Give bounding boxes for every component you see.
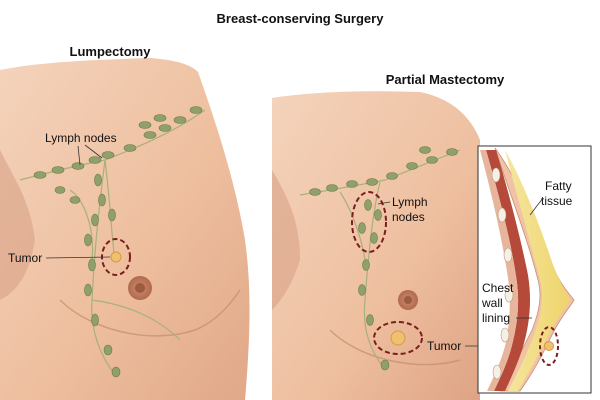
right-lymph-vessels	[299, 149, 461, 371]
right-tumor-label: Tumor	[427, 339, 461, 353]
right-lymph-nodes-leader	[377, 201, 391, 205]
left-lymph-nodes-label: Lymph nodes	[45, 131, 117, 145]
inset-ribs	[491, 167, 514, 380]
cross-section-inset: Fatty tissue Chest wall lining	[477, 145, 592, 394]
left-nipple-center	[135, 283, 145, 293]
inset-muscle-layer	[486, 150, 530, 391]
chest-wall-label-line3: lining	[482, 311, 510, 325]
left-lymph-nodes-leader-2	[77, 145, 81, 166]
inset-chest-wall-lining	[480, 150, 519, 391]
inset-fatty-tissue	[505, 150, 570, 391]
inset-tumor-outline	[539, 326, 559, 366]
right-breast-contour	[329, 329, 461, 366]
right-lymph-nodes	[309, 146, 458, 371]
partial-mastectomy-panel: Partial Mastectomy Lymph nodes Tumor	[272, 72, 548, 400]
left-lymph-nodes-leader-1	[84, 144, 103, 159]
right-lymph-nodes-outline	[351, 191, 387, 253]
left-lymph-nodes	[33, 106, 203, 378]
left-torso-illustration	[0, 58, 250, 400]
fatty-tissue-leader	[529, 197, 544, 216]
left-tumor	[110, 251, 122, 263]
lumpectomy-panel: Lumpectomy Lymph nodes Tumor	[0, 44, 250, 400]
right-tumor-outline	[373, 321, 423, 355]
lumpectomy-heading: Lumpectomy	[70, 44, 152, 59]
right-nipple-center	[404, 296, 412, 304]
right-tumor	[390, 330, 406, 346]
partial-mastectomy-heading: Partial Mastectomy	[386, 72, 505, 87]
left-breast-contour	[59, 289, 241, 337]
inset-tumor	[544, 341, 554, 351]
right-lymph-nodes-label-line2: nodes	[392, 210, 425, 224]
fatty-tissue-label-line1: Fatty	[545, 179, 572, 193]
right-lymph-nodes-label-line1: Lymph	[392, 195, 428, 209]
right-torso-illustration	[272, 91, 480, 400]
chest-wall-label-line2: wall	[481, 296, 503, 310]
chest-wall-label-line1: Chest	[482, 281, 514, 295]
right-shoulder-shading	[272, 170, 300, 310]
left-shoulder-shading	[0, 150, 35, 300]
left-tumor-leader	[45, 256, 111, 259]
left-tumor-label: Tumor	[8, 251, 42, 265]
fatty-tissue-label-line2: tissue	[541, 194, 573, 208]
diagram-title: Breast-conserving Surgery	[217, 11, 385, 26]
